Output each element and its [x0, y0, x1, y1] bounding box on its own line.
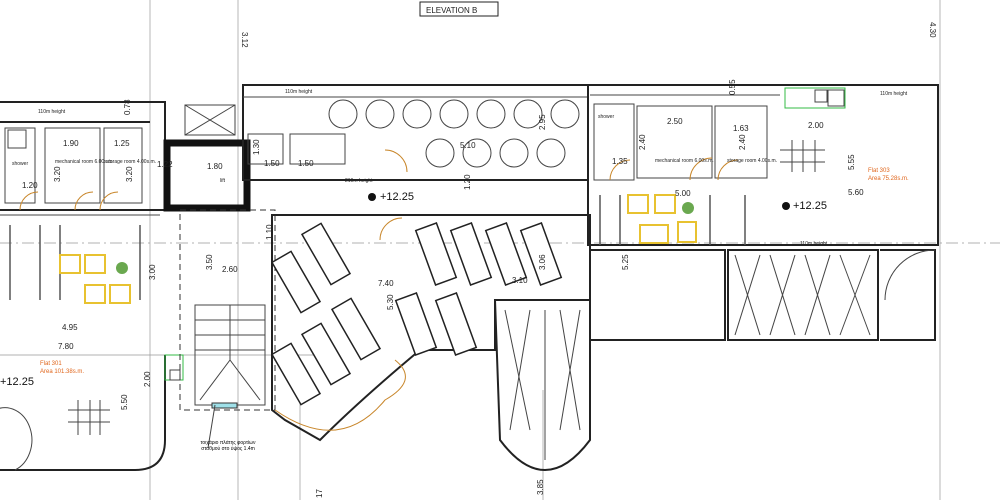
- height-label: 110m height: [38, 109, 66, 115]
- central-area: [242, 84, 591, 471]
- svg-text:4.95: 4.95: [62, 323, 78, 332]
- svg-text:3.12: 3.12: [240, 32, 249, 48]
- height-label: 110m height: [880, 91, 908, 97]
- room-label-mechanical: mechanical room 6.00s.m.: [655, 158, 714, 164]
- svg-text:5.50: 5.50: [120, 394, 129, 410]
- svg-text:3.00: 3.00: [148, 264, 157, 280]
- flat-name: Flat 301: [40, 361, 62, 367]
- level-marker-icon: [368, 193, 376, 201]
- svg-text:5.30: 5.30: [386, 294, 395, 310]
- dimension-labels: 4.30 3.12 0.78 1.90 1.25 1.22 1.80 3.20 …: [22, 22, 937, 498]
- svg-text:1.80: 1.80: [207, 162, 223, 171]
- svg-text:5.60: 5.60: [848, 188, 864, 197]
- height-label: 110m height: [285, 89, 313, 95]
- svg-text:5.25: 5.25: [621, 254, 630, 270]
- flat-area: Area 101.38s.m.: [40, 369, 84, 375]
- elevation-label: ELEVATION B: [426, 6, 477, 15]
- svg-text:7.80: 7.80: [58, 342, 74, 351]
- svg-text:4.30: 4.30: [928, 22, 937, 38]
- svg-text:2.40: 2.40: [738, 134, 747, 150]
- svg-text:1.50: 1.50: [298, 159, 314, 168]
- flat-303: [587, 84, 939, 341]
- svg-text:2.00: 2.00: [143, 371, 152, 387]
- height-label: 110m height: [800, 241, 828, 247]
- flat-name: Flat 303: [868, 168, 890, 174]
- height-label: 210m height: [345, 178, 373, 184]
- room-label-mechanical: mechanical room 6.00s.m.: [55, 159, 114, 165]
- svg-text:1.35: 1.35: [612, 157, 628, 166]
- sun-loungers: [270, 222, 563, 406]
- svg-text:1.22: 1.22: [157, 160, 173, 169]
- room-label-shower: shower: [598, 114, 614, 120]
- svg-text:5.00: 5.00: [675, 189, 691, 198]
- svg-text:3.20: 3.20: [125, 166, 134, 182]
- svg-text:1.20: 1.20: [22, 181, 38, 190]
- level-marker: +12.25: [0, 376, 34, 388]
- flat-301: [0, 101, 184, 471]
- plant-icon: [116, 262, 128, 274]
- room-label-shower: shower: [12, 161, 28, 167]
- svg-text:0.78: 0.78: [123, 99, 132, 115]
- svg-text:2.50: 2.50: [667, 117, 683, 126]
- svg-text:3.85: 3.85: [536, 479, 545, 495]
- spiral-stair-left: [0, 407, 33, 471]
- lift-label: lift: [220, 178, 226, 184]
- svg-text:2.00: 2.00: [808, 121, 824, 130]
- level-marker: +12.25: [380, 191, 414, 203]
- svg-text:1.10: 1.10: [265, 224, 274, 240]
- stair-note: τοιχάριο πλάτης φορτίων σταθμού στο ύψος…: [201, 440, 256, 452]
- svg-text:5.10: 5.10: [460, 141, 476, 150]
- svg-text:1.30: 1.30: [252, 139, 261, 155]
- level-marker-icon: [782, 202, 790, 210]
- svg-text:2.60: 2.60: [222, 265, 238, 274]
- svg-text:3.50: 3.50: [205, 254, 214, 270]
- room-label-storage: storage room 4.00s.m.: [106, 159, 156, 165]
- svg-text:1.90: 1.90: [63, 139, 79, 148]
- flat-area: Area 75.28s.m.: [868, 176, 909, 182]
- plant-icon: [682, 202, 694, 214]
- svg-text:0.55: 0.55: [728, 79, 737, 95]
- svg-text:3.20: 3.20: [53, 166, 62, 182]
- svg-text:3.06: 3.06: [538, 254, 547, 270]
- elevation-label-box: [419, 1, 499, 17]
- svg-text:1.50: 1.50: [264, 159, 280, 168]
- note-leader: [207, 404, 216, 449]
- spiral-stair-right: [884, 249, 936, 301]
- svg-text:1.25: 1.25: [114, 139, 130, 148]
- svg-text:2.40: 2.40: [638, 134, 647, 150]
- level-marker: +12.25: [793, 200, 827, 212]
- svg-text:1.20: 1.20: [463, 174, 472, 190]
- svg-text:5.55: 5.55: [847, 154, 856, 170]
- svg-text:1.63: 1.63: [733, 124, 749, 133]
- svg-text:2.95: 2.95: [538, 114, 547, 130]
- lift-core: [163, 104, 276, 411]
- svg-text:3.10: 3.10: [512, 276, 528, 285]
- room-label-storage: storage room 4.00s.m.: [727, 158, 777, 164]
- svg-text:7.40: 7.40: [378, 279, 394, 288]
- svg-text:17: 17: [315, 489, 324, 498]
